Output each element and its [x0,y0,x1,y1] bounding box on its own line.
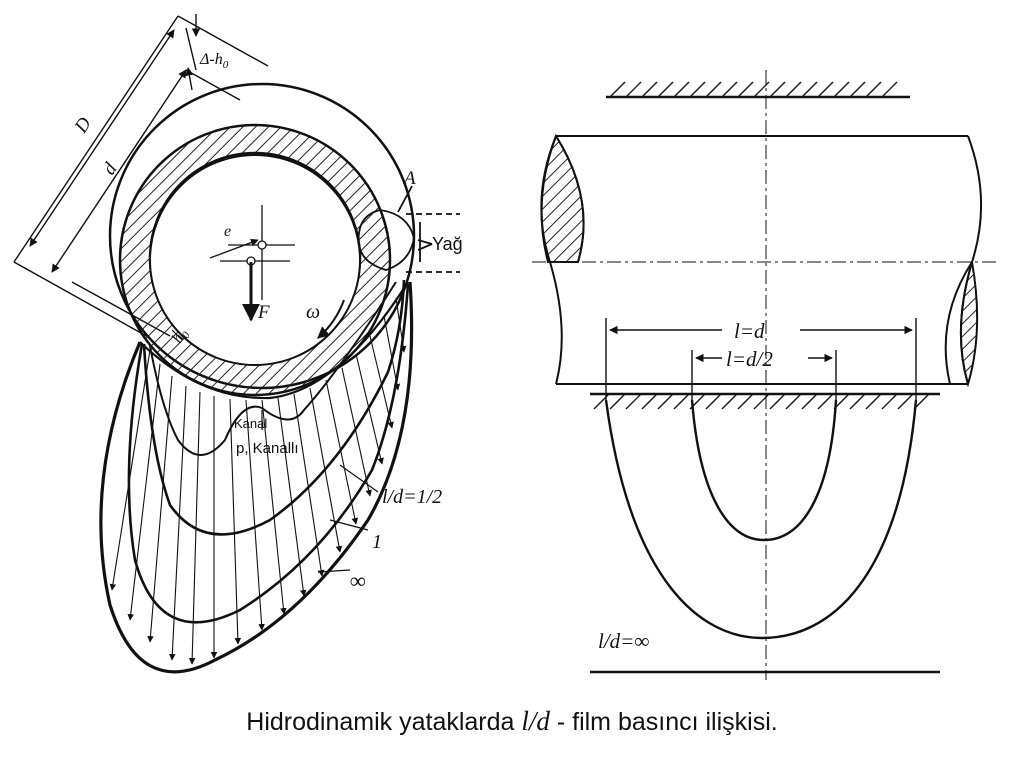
label-oil: Yağ [432,234,463,254]
label-A: A [402,168,416,189]
label-ratio-inf: ∞ [350,568,366,593]
figure-caption: Hidrodinamik yataklarda l/d - film basın… [0,706,1024,737]
length-dimensions [605,318,917,400]
label-F: F [257,302,270,323]
oil-feed [357,185,460,273]
label-delta-h0: Δ-h0 [199,51,229,71]
label-channel: Kanal [234,416,267,431]
dimension-lines [13,14,269,339]
pressure-envelopes [99,279,414,674]
label-ratio-one: 1 [372,531,382,553]
centerlines [532,70,996,680]
caption-italic: l/d [521,706,550,736]
label-ratio-half: l/d=1/2 [382,486,442,508]
top-bearing-wall [606,81,910,99]
caption-suffix: - film basıncı ilişkisi. [549,708,778,736]
label-p-channelled: p, Kanallı [236,440,299,457]
journal-bearing-diagram: Δ-h0 D d e F ω h0 A Yağ Kanal p, Kanallı… [13,14,463,674]
pressure-arrows [109,297,407,665]
shaft [540,133,983,388]
label-d: d [99,159,122,179]
center-marks [209,205,295,300]
label-D: D [70,113,96,137]
label-l-eq-d: l=d [734,319,765,343]
axial-pressure-diagram: l=d l=d/2 l/d=∞ [532,70,996,680]
label-e: e [224,223,231,240]
label-l-eq-half-d: l=d/2 [726,347,773,371]
shaft-right-section [959,261,979,388]
rotation-arrow [317,299,345,339]
axial-pressure-curves [604,399,918,640]
label-omega: ω [306,301,320,323]
caption-prefix: Hidrodinamik yataklarda [246,708,522,736]
shaft-left-section [540,133,585,263]
label-ratio-inf-right: l/d=∞ [598,629,649,653]
